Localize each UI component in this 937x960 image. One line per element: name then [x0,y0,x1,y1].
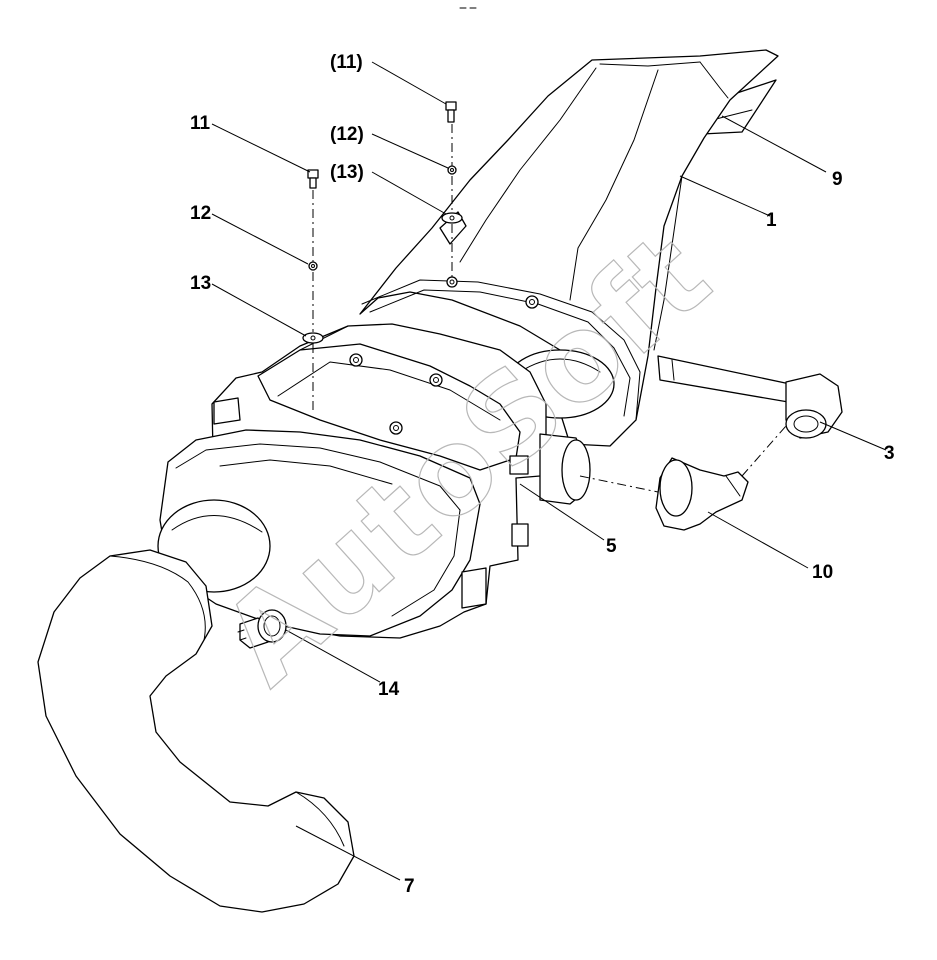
hardware-stack-left [302,169,324,412]
part-14-sensor [237,609,287,649]
callout-12: 12 [190,203,211,224]
callout-14: 14 [378,679,400,700]
callout-12-paren: (12) [330,124,364,145]
callout-13: 13 [190,273,211,294]
dash-5-to-10 [579,475,659,493]
part-3-breather-tube [657,355,843,439]
part-5-air-cleaner [157,323,591,639]
callout-10: 10 [812,562,833,583]
hardware-stack-right [441,101,463,280]
callout-5: 5 [606,536,617,557]
callout-3: 3 [884,443,895,464]
callout-11: 11 [190,113,211,134]
dash-10-to-3 [741,425,787,477]
part-7-hose [37,549,355,913]
callout-9: 9 [832,169,843,190]
callouts: 11 12 13 (11) (12) (13) 9 1 3 5 10 14 7 [190,52,895,897]
callout-1: 1 [766,210,777,231]
callout-11-paren: (11) [330,52,363,73]
part-10-inlet-cap [655,457,749,531]
leader-lines [211,61,887,881]
callout-13-paren: (13) [330,162,364,183]
callout-7: 7 [404,876,415,897]
